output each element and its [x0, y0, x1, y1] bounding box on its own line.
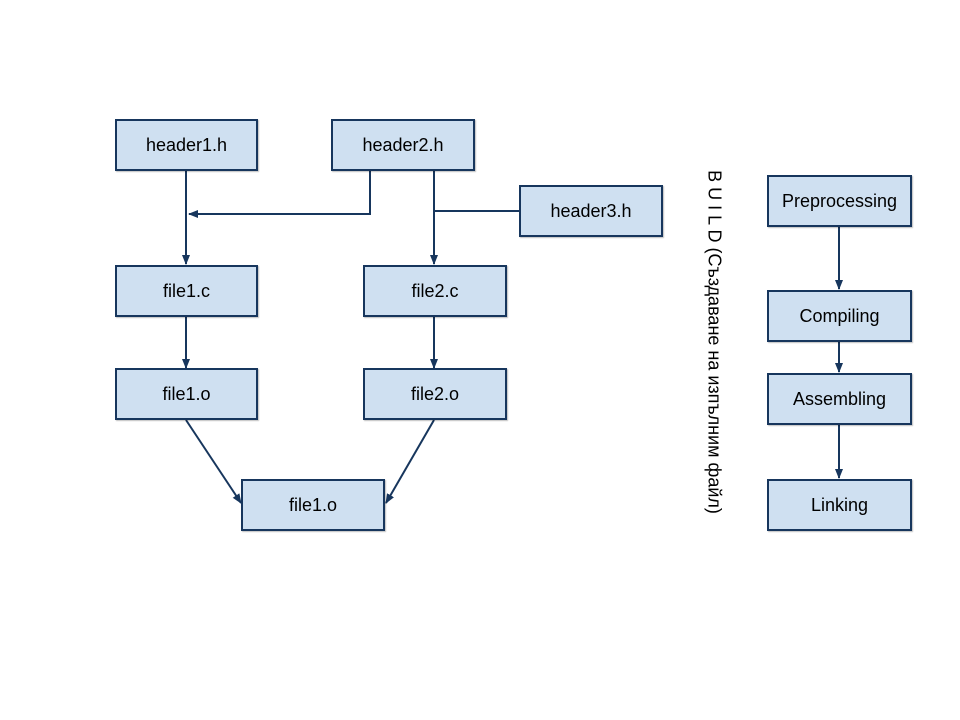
preprocessing-stage-node: Preprocessing [767, 175, 912, 227]
edge-file1-o-to-output [185, 419, 242, 504]
edge-file2-o-to-output [385, 419, 435, 504]
file2-c-node: file2.c [363, 265, 507, 317]
file2-o-node: file2.o [363, 368, 507, 420]
header3-node: header3.h [519, 185, 663, 237]
header1-node: header1.h [115, 119, 258, 171]
file1-c-node: file1.c [115, 265, 258, 317]
output-node: file1.o [241, 479, 385, 531]
assembling-stage-node: Assembling [767, 373, 912, 425]
build-vertical-label: B U I L D (Създаване на изпълним файл) [704, 170, 725, 514]
edge-header2-to-file1-c [188, 170, 371, 218]
compiling-stage-node: Compiling [767, 290, 912, 342]
file1-o-node: file1.o [115, 368, 258, 420]
header2-node: header2.h [331, 119, 475, 171]
linking-stage-node: Linking [767, 479, 912, 531]
